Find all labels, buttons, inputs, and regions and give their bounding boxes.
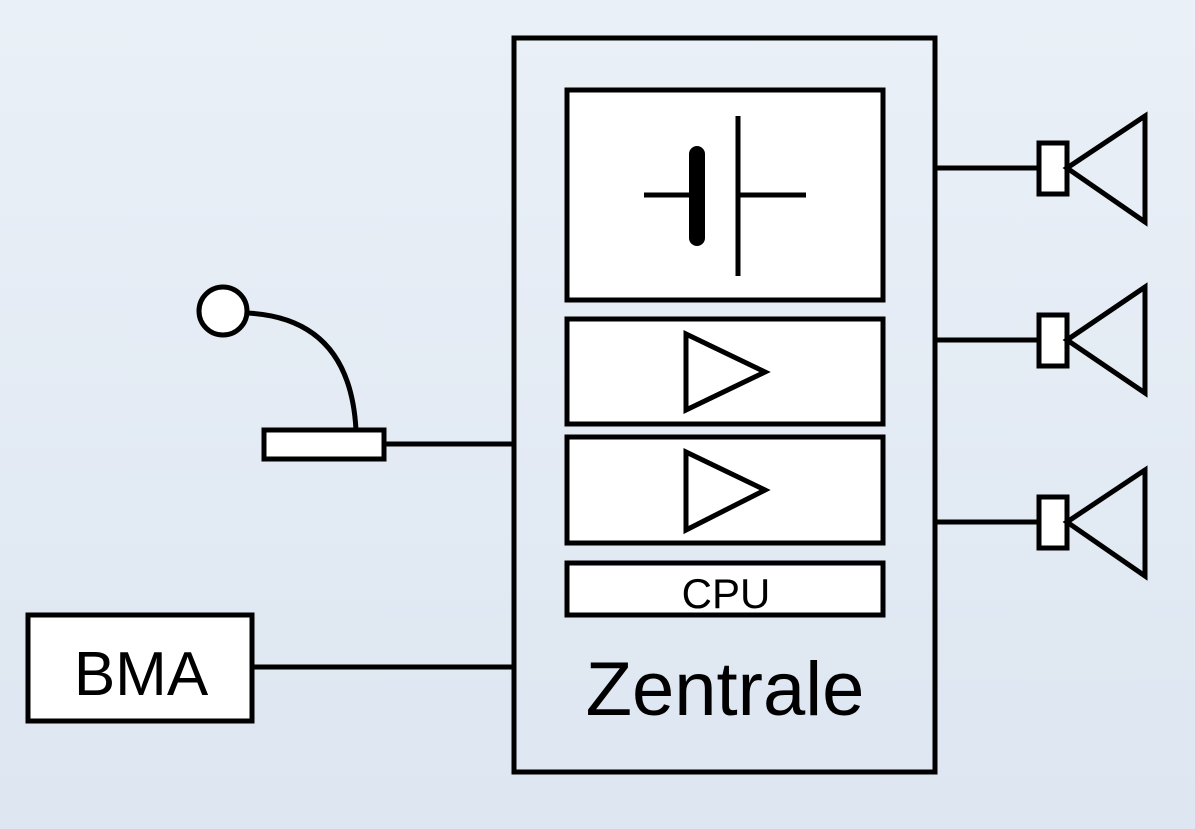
- microphone-head: [196, 284, 250, 338]
- amplifier-module-2: [564, 434, 886, 546]
- battery-module: [564, 87, 886, 303]
- bma-label: BMA: [74, 640, 209, 709]
- speaker-icon: [1036, 465, 1148, 581]
- cpu-label: CPU: [682, 570, 771, 617]
- amplifier-box-1: [564, 316, 886, 427]
- cpu-box: [564, 560, 886, 618]
- microphone-base: [261, 427, 387, 462]
- central-unit: [511, 35, 938, 775]
- battery-icon: [644, 116, 806, 276]
- amplifier-module-1: [564, 316, 886, 427]
- amplifier-icon: [683, 448, 771, 535]
- bma-unit: BMA: [25, 612, 255, 724]
- speaker-icon: [1036, 111, 1148, 227]
- central-label: Zentrale: [586, 647, 865, 732]
- cpu-module: CPU: [564, 560, 886, 618]
- amplifier-box-2: [564, 434, 886, 546]
- battery-box: [564, 87, 886, 303]
- microphone-icon: [196, 284, 387, 462]
- bma-box: [25, 612, 255, 724]
- microphone-stem: [246, 310, 359, 431]
- speaker-icon: [1036, 282, 1148, 398]
- amplifier-icon: [683, 330, 771, 414]
